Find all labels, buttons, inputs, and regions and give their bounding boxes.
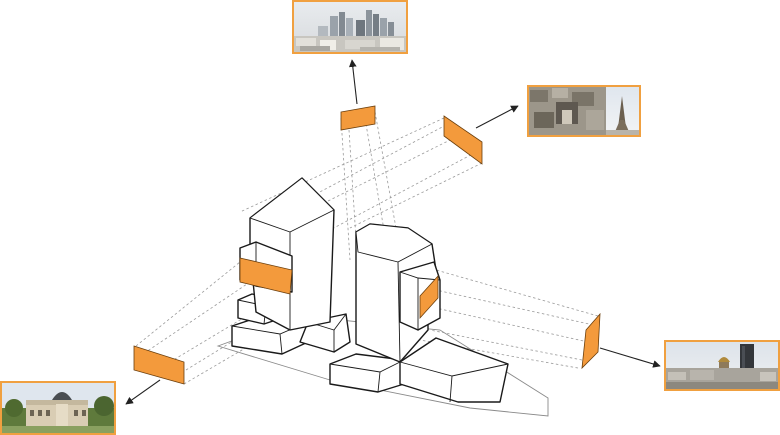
photo-la-defense (292, 0, 408, 54)
south-west-arrow (125, 379, 161, 405)
east-window-panel (443, 115, 483, 165)
north-arrow (348, 59, 358, 105)
photo-observatory (0, 381, 116, 435)
view-arrows (125, 59, 661, 405)
window-panels (133, 105, 601, 385)
south-west-window-panel (133, 345, 185, 385)
left-tower-window-panel (239, 257, 293, 295)
right-tower-window-panel (419, 274, 439, 320)
photo-montparnasse (664, 340, 780, 391)
south-east-arrow (599, 347, 661, 368)
north-window-panel (340, 105, 376, 131)
right-tower (355, 223, 441, 363)
photo-arc-eiffel (527, 85, 641, 137)
east-arrow (475, 105, 519, 129)
south-east-window-panel (581, 312, 601, 370)
